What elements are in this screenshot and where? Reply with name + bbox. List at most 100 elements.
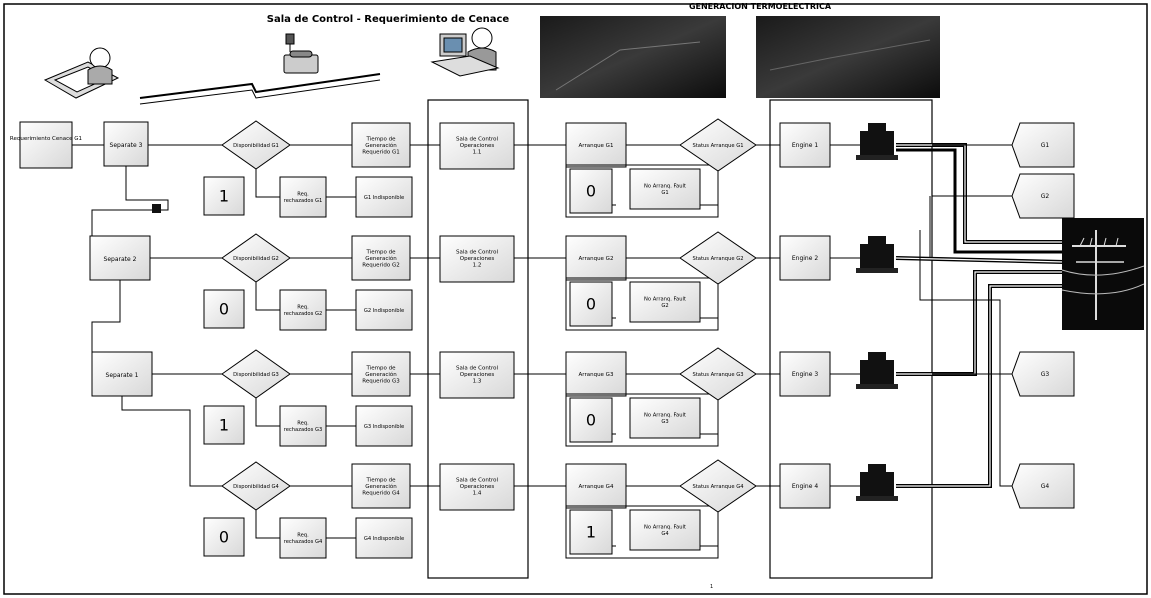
fault-label: G1 — [661, 190, 668, 196]
queue-count: 1 — [219, 187, 229, 206]
rechazados-node[interactable] — [279, 289, 327, 331]
output-node[interactable]: G1 — [1011, 122, 1075, 168]
plant-photo-1 — [540, 16, 726, 98]
tiempo-generacion-node[interactable] — [351, 351, 411, 397]
indisponible-node[interactable] — [355, 289, 413, 331]
power-cables — [895, 143, 1065, 488]
tiempo-label: Tiempo de — [366, 477, 397, 483]
tiempo-label: Tiempo de — [366, 249, 397, 255]
sala-control-label: Sala de Control — [456, 477, 498, 483]
engine-label: Engine 4 — [792, 483, 818, 490]
control-room-frame — [427, 99, 529, 579]
rechazados-node[interactable] — [279, 176, 327, 218]
engine-label: Engine 3 — [792, 371, 818, 378]
indisponible-label: G2 Indisponible — [364, 308, 404, 314]
sala-control-node[interactable] — [439, 463, 515, 511]
rechazados-label: Req. — [297, 421, 309, 427]
arranque-queue-count: 1 — [586, 523, 596, 542]
fault-node[interactable] — [629, 509, 701, 551]
rechazados-label: Req. — [297, 305, 309, 311]
fault-label: No Arranq. Fault — [644, 413, 686, 419]
output-node[interactable]: G4 — [1011, 463, 1075, 509]
operator-desk-icon — [43, 47, 120, 99]
fault-label: G2 — [661, 303, 668, 309]
decision-label: Disponibilidad G3 — [233, 372, 279, 378]
arranque-node[interactable] — [565, 122, 627, 168]
arranque-queue-count: 0 — [586, 182, 596, 201]
svg-text:Separate 1: Separate 1 — [106, 372, 139, 379]
arranque-label: Arranque G3 — [579, 372, 614, 378]
generator-icon — [856, 236, 898, 273]
rechazados-node[interactable] — [279, 405, 327, 447]
sala-control-label: Operaciones — [460, 143, 495, 149]
diagram-title: Sala de Control - Requerimiento de Cenac… — [267, 14, 510, 25]
rechazados-label: rechazados G1 — [284, 198, 323, 204]
arranque-queue-box[interactable] — [569, 281, 613, 327]
engine-node[interactable] — [779, 351, 831, 397]
footer-marker: 1 — [710, 584, 713, 590]
status-diamond[interactable] — [679, 459, 757, 513]
queue-box[interactable] — [203, 176, 245, 216]
separator-connectors — [72, 144, 222, 487]
rechazados-label: rechazados G3 — [284, 427, 323, 433]
status-diamond[interactable] — [679, 118, 757, 172]
sala-control-node[interactable] — [439, 351, 515, 399]
engine-node[interactable] — [779, 122, 831, 168]
tiempo-label: Generación — [365, 255, 397, 262]
engine-node[interactable] — [779, 463, 831, 509]
indisponible-node[interactable] — [355, 517, 413, 559]
arranque-node[interactable] — [565, 235, 627, 281]
engine-node[interactable] — [779, 235, 831, 281]
source-node[interactable] — [19, 121, 73, 169]
fault-node[interactable] — [629, 281, 701, 323]
status-label: Status Arranque G2 — [692, 256, 743, 262]
queue-box[interactable] — [203, 517, 245, 557]
status-diamond[interactable] — [679, 347, 757, 401]
engine-label: Engine 2 — [792, 255, 818, 262]
tiempo-label: Generación — [365, 142, 397, 149]
transmission-tower-image — [1061, 218, 1145, 330]
output-node[interactable]: G2 — [1011, 173, 1075, 219]
arranque-queue-count: 0 — [586, 411, 596, 430]
separator-3[interactable]: Separate 3 — [103, 121, 149, 167]
output-node[interactable]: G3 — [1011, 351, 1075, 397]
tiempo-generacion-node[interactable] — [351, 463, 411, 509]
queue-box[interactable] — [203, 289, 245, 329]
status-diamond[interactable] — [679, 231, 757, 285]
sala-control-node[interactable] — [439, 122, 515, 170]
separator-2[interactable]: Separate 2 — [89, 235, 151, 281]
separator-1[interactable]: Separate 1 — [91, 351, 153, 397]
svg-text:Separate 3: Separate 3 — [110, 142, 143, 149]
decision-label: Disponibilidad G4 — [233, 484, 279, 490]
sala-control-label: 1.3 — [473, 379, 482, 385]
sala-control-label: 1.4 — [473, 491, 482, 497]
sala-control-label: Sala de Control — [456, 136, 498, 142]
arranque-queue-box[interactable] — [569, 168, 613, 214]
tiempo-label: Generación — [365, 371, 397, 378]
arranque-group-frame — [565, 393, 719, 447]
sala-control-node[interactable] — [439, 235, 515, 283]
fault-label: No Arranq. Fault — [644, 525, 686, 531]
arranque-node[interactable] — [565, 351, 627, 397]
plant-photo-2 — [756, 16, 940, 98]
arranque-queue-box[interactable] — [569, 397, 613, 443]
arranque-queue-box[interactable] — [569, 509, 613, 555]
arranque-label: Arranque G2 — [579, 256, 614, 262]
indisponible-node[interactable] — [355, 176, 413, 218]
tiempo-generacion-node[interactable] — [351, 122, 411, 168]
rechazados-node[interactable] — [279, 517, 327, 559]
communication-link-line — [139, 73, 381, 99]
status-label: Status Arranque G1 — [692, 143, 743, 149]
fault-node[interactable] — [629, 168, 701, 210]
arranque-node[interactable] — [565, 463, 627, 509]
status-label: Status Arranque G3 — [692, 372, 743, 378]
indisponible-label: G1 Indisponible — [364, 195, 404, 201]
indisponible-node[interactable] — [355, 405, 413, 447]
queue-box[interactable] — [203, 405, 245, 445]
fault-node[interactable] — [629, 397, 701, 439]
tiempo-generacion-node[interactable] — [351, 235, 411, 281]
